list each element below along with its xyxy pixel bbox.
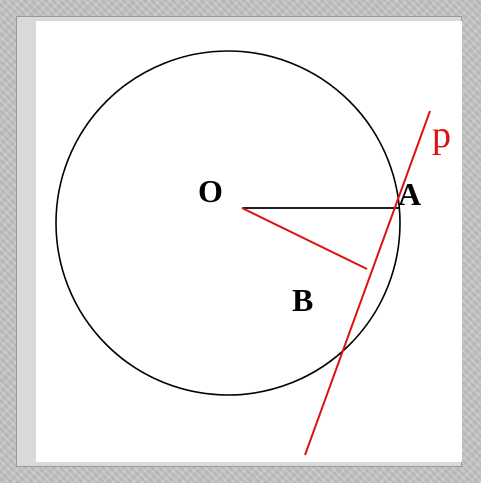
segment-ob	[241, 207, 368, 270]
label-a: A	[398, 176, 421, 212]
label-b: B	[292, 282, 313, 318]
circle	[55, 50, 401, 396]
diagram-panel	[36, 21, 462, 462]
label-p: p	[432, 114, 451, 156]
label-o: O	[198, 173, 223, 209]
line-p	[304, 110, 431, 456]
